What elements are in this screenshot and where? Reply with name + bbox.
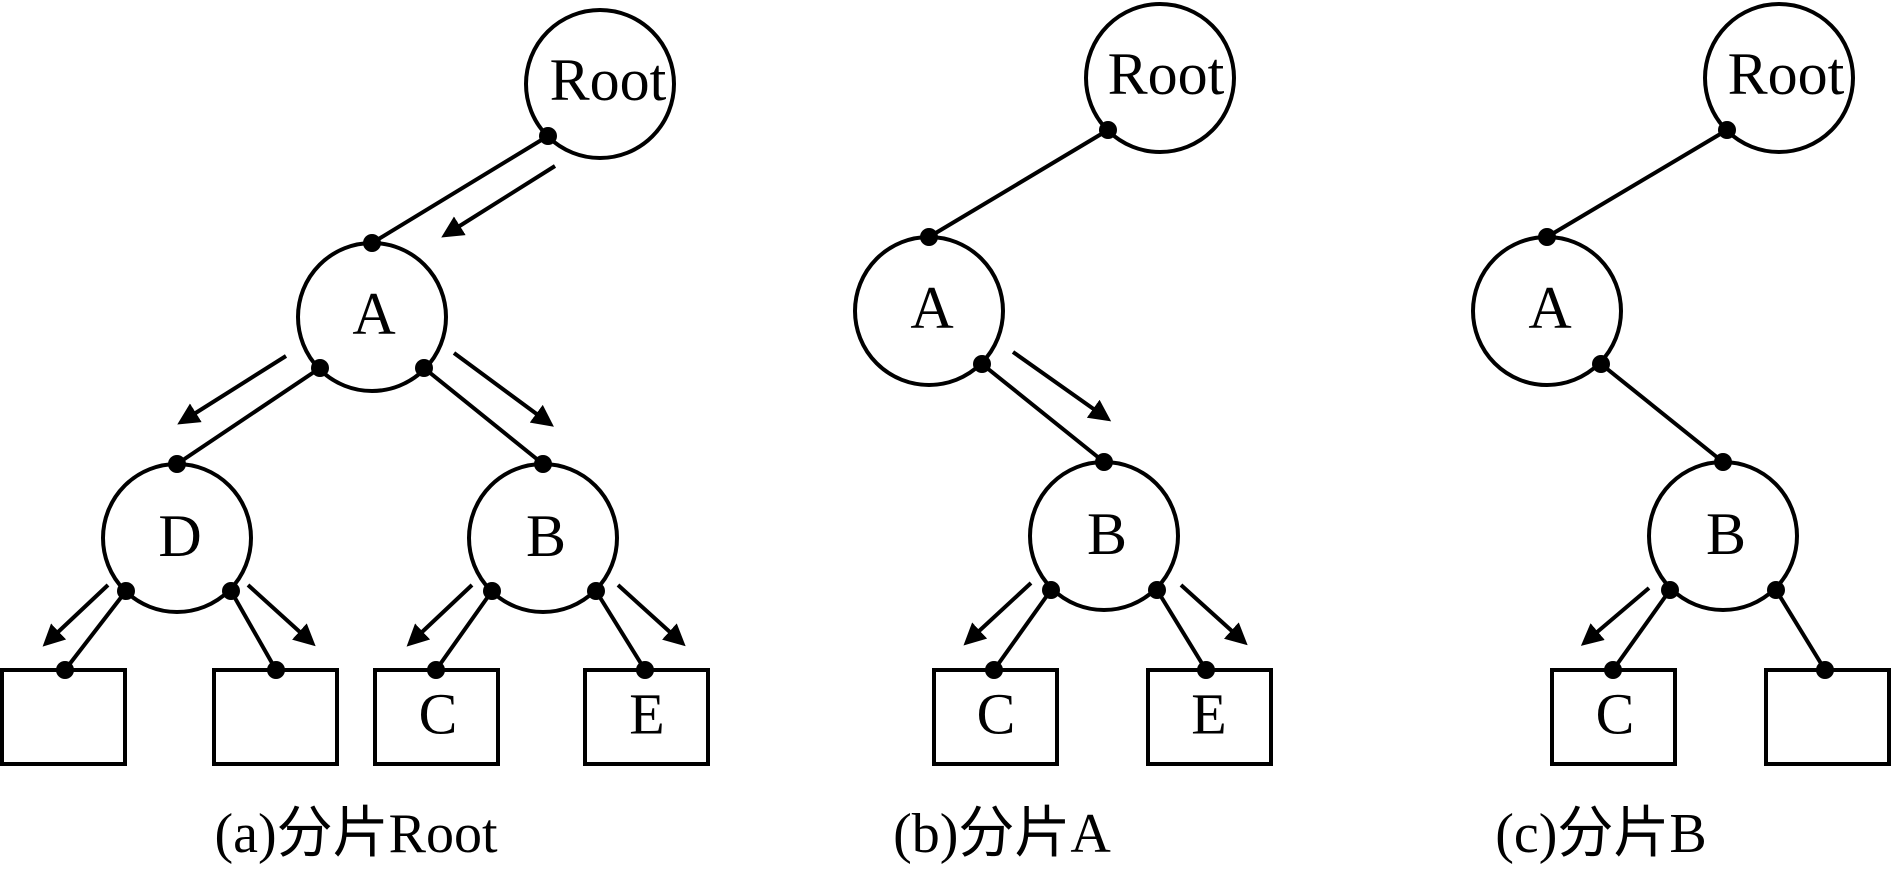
node-root: Root — [1084, 2, 1236, 154]
leaf-e: E — [583, 668, 710, 766]
edge-root-a — [927, 128, 1110, 239]
leaf-c-label: C — [977, 682, 1016, 747]
traversal-arrow-d-leaf1 — [42, 583, 110, 647]
edge-a-b — [980, 362, 1106, 464]
edge-a-b — [1599, 362, 1725, 464]
node-a-label: A — [910, 275, 953, 341]
traversal-arrow-a-b — [452, 351, 554, 427]
leaf-e-label: E — [1191, 682, 1226, 747]
node-root-label: Root — [1108, 41, 1225, 107]
pointer-dots — [920, 121, 1215, 679]
traversal-arrow-b-leaf-c — [1580, 586, 1651, 646]
edge-b-leaf-e — [594, 589, 647, 672]
edge-b-leaf-e — [1155, 588, 1208, 672]
edge-b-leaf-c — [992, 588, 1053, 672]
node-d-label: D — [158, 503, 201, 569]
node-b-label: B — [1087, 501, 1127, 567]
panel-b: Root A B C E — [853, 2, 1273, 766]
panel-c-caption: (c)分片B — [1495, 803, 1707, 865]
panel-a: Root A D B — [0, 8, 710, 766]
panel-b-caption: (b)分片A — [893, 803, 1111, 865]
node-a-label: A — [1528, 275, 1571, 341]
leaf-e-label: E — [629, 682, 664, 747]
leaf-1 — [0, 668, 127, 766]
leaf-c-label: C — [419, 682, 458, 747]
leaf-c: C — [373, 668, 500, 766]
edge-a-d — [175, 366, 322, 466]
edge-a-b — [422, 366, 545, 466]
node-a-label: A — [352, 281, 395, 347]
node-root-label: Root — [1728, 41, 1845, 107]
node-root: Root — [524, 8, 676, 160]
traversal-arrow-b-leaf-c — [963, 581, 1033, 646]
leaf-2 — [1764, 668, 1891, 766]
leaf-c: C — [1550, 668, 1677, 766]
edge-b-leaf-2 — [1774, 588, 1827, 672]
leaf-2 — [212, 668, 339, 766]
panel-a-caption: (a)分片Root — [214, 803, 498, 865]
edge-root-a — [1545, 128, 1729, 239]
traversal-arrow-b-leaf-e — [1179, 583, 1248, 646]
pointer-dots — [1538, 121, 1834, 679]
edge-b-leaf-c — [1611, 588, 1672, 672]
traversal-arrow-root-a — [441, 164, 557, 238]
traversal-arrow-a-b — [1011, 350, 1112, 422]
leaf-e: E — [1146, 668, 1273, 766]
leaf-c-label: C — [1596, 682, 1635, 747]
edge-b-leaf-c — [434, 589, 494, 672]
node-b-label: B — [526, 503, 566, 569]
traversal-arrow-b-leaf-e — [616, 583, 686, 647]
node-root: Root — [1703, 2, 1855, 154]
node-b-label: B — [1706, 501, 1746, 567]
leaf-c: C — [932, 668, 1059, 766]
edge-d-leaf1 — [63, 589, 128, 672]
traversal-arrow-b-leaf-c — [406, 583, 474, 647]
pointer-dots — [56, 127, 654, 679]
edge-root-a — [370, 134, 550, 245]
edge-d-leaf2 — [229, 590, 278, 671]
traversal-arrow-a-d — [177, 354, 288, 425]
traversal-arrow-d-leaf2 — [246, 583, 316, 647]
node-a: A — [296, 241, 448, 393]
panel-c: Root A B C — [1471, 2, 1891, 766]
node-root-label: Root — [550, 47, 667, 113]
